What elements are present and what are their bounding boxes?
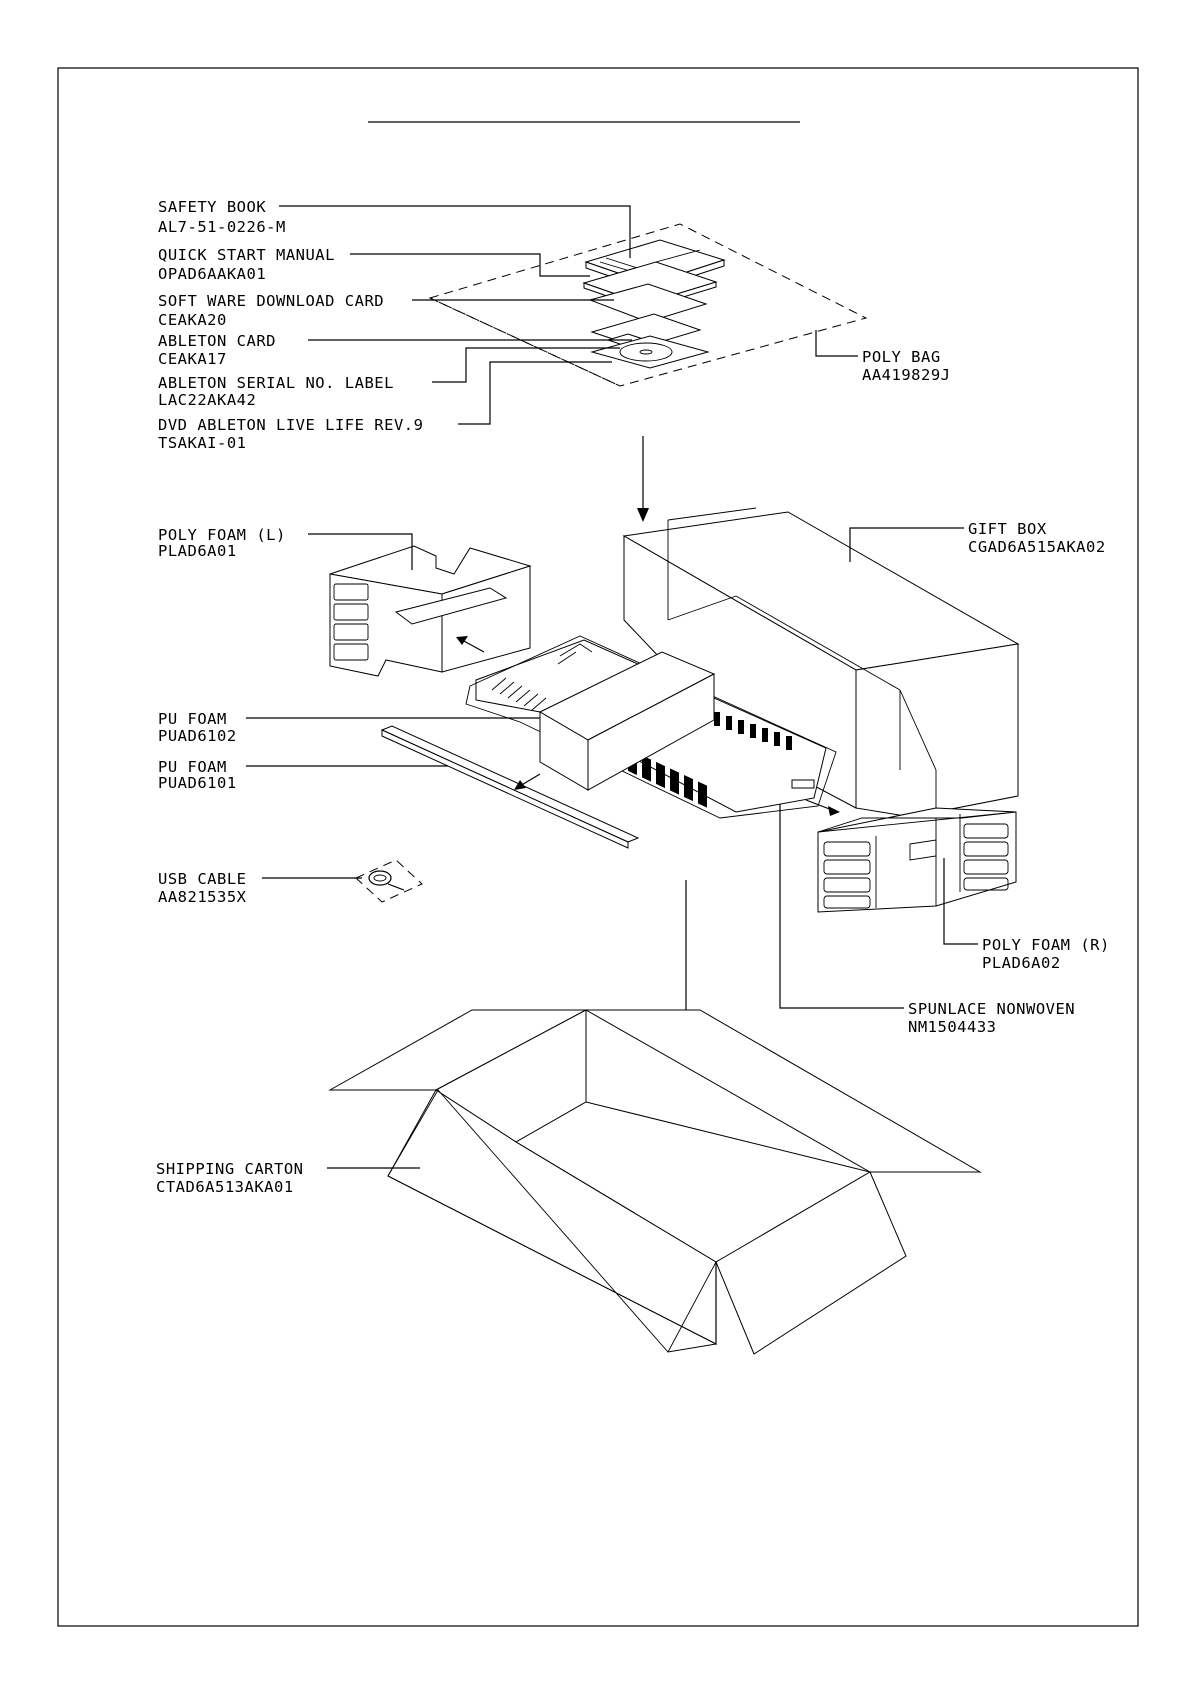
label-gift-box-name: GIFT BOX <box>968 520 1047 538</box>
label-ableton-card-name: ABLETON CARD <box>158 332 276 350</box>
poly-bag-assembly <box>428 223 868 387</box>
label-quick-start-manual-name: QUICK START MANUAL <box>158 246 335 264</box>
poly-foam-left-illustration <box>329 545 532 677</box>
label-software-download-card-name: SOFT WARE DOWNLOAD CARD <box>158 292 384 310</box>
label-spunlace-nonwoven-name: SPUNLACE NONWOVEN <box>908 1000 1075 1018</box>
label-dvd-name: DVD ABLETON LIVE LIFE REV.9 <box>158 416 423 434</box>
label-poly-bag-code: AA419829J <box>862 366 951 384</box>
shipping-carton-illustration <box>328 1009 982 1355</box>
label-safety-book-code: AL7-51-0226-M <box>158 218 286 236</box>
sheet-border <box>57 67 1139 1627</box>
usb-cable-illustration <box>355 859 423 903</box>
label-gift-box-code: CGAD6A515AKA02 <box>968 538 1106 556</box>
label-shipping-carton-code: CTAD6A513AKA01 <box>156 1178 294 1196</box>
label-poly-foam-left-code: PLAD6A01 <box>158 542 237 560</box>
label-poly-foam-right-name: POLY FOAM (R) <box>982 936 1110 954</box>
label-ableton-serial-label-code: LAC22AKA42 <box>158 391 256 409</box>
poly-bag-outline <box>428 223 868 387</box>
label-software-download-card-code: CEAKA20 <box>158 311 227 329</box>
label-pu-foam-6102-code: PUAD6102 <box>158 727 237 745</box>
pu-foam-6102-illustration <box>538 651 716 791</box>
arrow-foam-right <box>805 799 833 811</box>
label-ableton-serial-label-name: ABLETON SERIAL NO. LABEL <box>158 374 394 392</box>
label-pu-foam-6101-code: PUAD6101 <box>158 774 237 792</box>
part-labels: SAFETY BOOK AL7-51-0226-M QUICK START MA… <box>156 198 1110 1196</box>
dvd-illustration <box>590 335 710 369</box>
leader-lines <box>246 205 978 1169</box>
label-dvd-code: TSAKAI-01 <box>158 434 247 452</box>
arrow-pu-foam <box>519 773 541 787</box>
label-spunlace-nonwoven-code: NM1504433 <box>908 1018 997 1036</box>
poly-foam-right-illustration <box>817 807 1017 913</box>
label-usb-cable-name: USB CABLE <box>158 870 247 888</box>
label-poly-foam-left-name: POLY FOAM (L) <box>158 526 286 544</box>
software-download-card-illustration <box>588 283 708 323</box>
label-usb-cable-code: AA821535X <box>158 888 247 906</box>
label-safety-book-name: SAFETY BOOK <box>158 198 266 216</box>
label-quick-start-manual-code: OPAD6AAKA01 <box>158 265 266 283</box>
label-poly-bag-name: POLY BAG <box>862 348 941 366</box>
label-poly-foam-right-code: PLAD6A02 <box>982 954 1061 972</box>
arrow-foam-left <box>461 639 485 653</box>
pu-foam-6101-illustration <box>380 725 640 849</box>
label-ableton-card-code: CEAKA17 <box>158 350 227 368</box>
label-pu-foam-6101-name: PU FOAM <box>158 758 227 776</box>
label-shipping-carton-name: SHIPPING CARTON <box>156 1160 303 1178</box>
label-pu-foam-6102-name: PU FOAM <box>158 710 227 728</box>
